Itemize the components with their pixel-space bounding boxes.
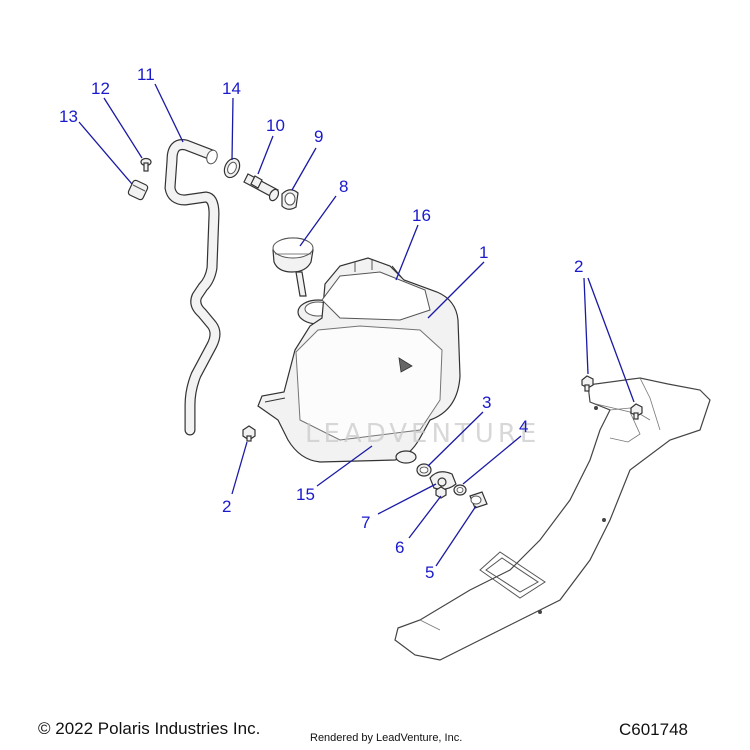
nut (435, 486, 447, 499)
callout-14: 14 (222, 79, 241, 98)
callout-11: 11 (137, 65, 155, 84)
panel-bolt-b (630, 403, 643, 420)
callout-1: 1 (479, 243, 488, 262)
watermark: LEADVENTURE (305, 419, 540, 449)
callout-16: 16 (412, 206, 431, 225)
callout-6: 6 (395, 538, 404, 557)
callout-15: 15 (296, 485, 315, 504)
hose-clamp (127, 179, 149, 201)
fuel-cap (272, 237, 314, 273)
diagram-id: C601748 (619, 720, 689, 739)
callout-8: 8 (339, 177, 348, 196)
rendered-by-text: Rendered by LeadVenture, Inc. (310, 732, 463, 744)
copyright-text: © 2022 Polaris Industries Inc. (38, 719, 261, 738)
vent-hose (164, 139, 221, 436)
tank-bolt (242, 425, 256, 442)
callout-3: 3 (482, 393, 491, 412)
washer (453, 484, 467, 496)
callout-2-panel: 2 (574, 257, 583, 276)
fuel-sender (429, 471, 457, 490)
callout-2-tank: 2 (222, 497, 231, 516)
callout-5: 5 (425, 563, 434, 582)
spring-clamp (223, 157, 241, 179)
callout-9: 9 (314, 127, 323, 146)
callout-7: 7 (361, 513, 370, 532)
callout-12: 12 (91, 79, 110, 98)
panel-bolt-a (581, 375, 594, 392)
spacer (469, 491, 488, 509)
callout-13: 13 (59, 107, 78, 126)
callout-10: 10 (266, 116, 285, 135)
callouts: 1 2 2 3 4 5 6 7 8 9 10 11 12 13 14 15 16 (59, 65, 583, 582)
clamp-screw (140, 157, 152, 172)
o-ring (416, 463, 432, 477)
vent-fitting (243, 173, 280, 202)
grommet (281, 189, 299, 210)
side-panel (394, 377, 711, 661)
fuel-tank (257, 257, 461, 464)
callout-4: 4 (519, 417, 528, 436)
leader-lines (78, 83, 635, 567)
